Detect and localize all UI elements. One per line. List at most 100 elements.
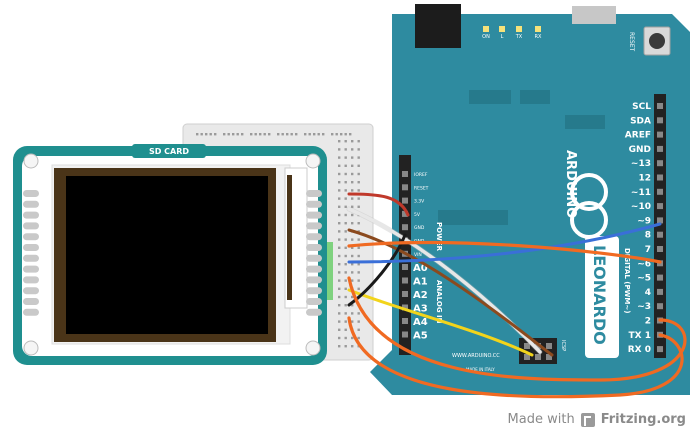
digital-pin-label: ~5 xyxy=(637,274,651,284)
lcd-pad xyxy=(306,308,322,316)
icsp-pin xyxy=(524,343,530,349)
lcd-pad xyxy=(306,233,322,241)
lcd-pad xyxy=(23,233,39,241)
digital-pin xyxy=(657,231,663,238)
analog-pin-label: A2 xyxy=(413,290,428,301)
analog-pin-label: A4 xyxy=(413,317,428,328)
usb-connector xyxy=(415,4,461,48)
digital-pin-label: ~10 xyxy=(631,202,651,212)
lcd-display xyxy=(66,176,268,334)
led-label-l: L xyxy=(501,34,504,40)
digital-pin xyxy=(657,174,663,181)
digital-pin xyxy=(657,274,663,281)
lcd-pad xyxy=(23,222,39,230)
lcd-pad xyxy=(23,287,39,295)
lcd-pad xyxy=(306,265,322,273)
arduino-brand: ARDUINO xyxy=(563,150,578,218)
digital-pin-label: SDA xyxy=(630,116,651,126)
digital-pin-label: TX 1 xyxy=(629,331,651,341)
digital-pin xyxy=(657,117,663,124)
analog-pin xyxy=(402,277,408,284)
digital-pin-label: ~6 xyxy=(637,259,651,269)
fritzing-logo-icon xyxy=(580,412,595,427)
analog-label: ANALOG IN xyxy=(435,280,443,324)
analog-pin xyxy=(402,304,408,311)
wire-orange-3 xyxy=(347,316,684,399)
digital-pin xyxy=(657,346,663,353)
lcd-pad xyxy=(306,276,322,284)
led-label-tx: TX xyxy=(515,34,523,40)
digital-pin-label: 7 xyxy=(645,245,651,255)
digital-pin xyxy=(657,131,663,138)
digital-pin xyxy=(657,303,663,310)
led-label-rx: RX xyxy=(535,34,542,40)
wires xyxy=(346,192,687,399)
digital-pin-label: 8 xyxy=(645,231,651,241)
analog-pin-label: A1 xyxy=(413,277,428,288)
analog-pin xyxy=(402,291,408,297)
digital-pin-label: RX 0 xyxy=(628,345,651,355)
footer: Made with Fritzing.org xyxy=(508,412,686,427)
wire-brown xyxy=(347,228,554,357)
power-pin xyxy=(402,184,408,191)
lcd-pad xyxy=(306,254,322,262)
digital-pin xyxy=(657,203,663,210)
digital-pin-label: 12 xyxy=(638,174,651,184)
arduino-model: LEONARDO xyxy=(590,245,609,345)
icsp-pin xyxy=(546,354,552,360)
analog-pin-label: A5 xyxy=(413,331,428,342)
led-label-on: ON xyxy=(482,34,490,40)
reset-label: RESET xyxy=(628,32,635,52)
digital-pin xyxy=(657,145,663,152)
digital-pin xyxy=(657,160,663,167)
digital-pin xyxy=(657,103,663,109)
power-pin xyxy=(402,171,408,177)
digital-pin-label: ~3 xyxy=(637,302,651,312)
digital-pin-label: 4 xyxy=(645,288,651,298)
led-indicators: ON L TX RX xyxy=(482,26,542,40)
digital-label: DIGITAL (PWM~) xyxy=(623,248,631,313)
lcd-pad xyxy=(23,190,39,197)
icsp-pin xyxy=(546,343,552,349)
power-pin-label: 3.3V xyxy=(414,199,425,205)
lcd-pad xyxy=(23,211,39,219)
lcd-pad xyxy=(306,298,322,305)
power-connector xyxy=(572,6,616,24)
made-in-label: MADE IN ITALY xyxy=(466,367,495,372)
analog-pin-label: A3 xyxy=(413,304,428,315)
website-label: WWW.ARDUINO.CC xyxy=(452,353,500,359)
lcd-pad xyxy=(306,211,322,219)
digital-pin-label: 2 xyxy=(645,317,651,327)
analog-pin xyxy=(402,331,408,338)
digital-pin xyxy=(657,288,663,295)
digital-pin xyxy=(657,188,663,195)
lcd-pad xyxy=(306,244,322,251)
lcd-pad xyxy=(306,190,322,197)
arduino-board: RESET ON L TX RX ARDUINO LEONARDO DIGITA… xyxy=(370,4,690,395)
power-pin-label: IOREF xyxy=(414,172,428,178)
power-pin xyxy=(402,197,408,204)
analog-pin xyxy=(402,264,408,270)
lcd-pad xyxy=(306,287,322,295)
power-pin-label: RESET xyxy=(414,185,429,191)
lcd-module: SD CARD xyxy=(13,144,333,365)
lcd-pad xyxy=(23,200,39,208)
icsp-label: ICSP xyxy=(560,340,566,351)
footer-brand[interactable]: Fritzing.org xyxy=(600,412,686,427)
lcd-pad xyxy=(23,265,39,273)
lcd-pad xyxy=(306,222,322,230)
lcd-pad xyxy=(23,276,39,284)
sd-card-label: SD CARD xyxy=(149,147,189,156)
icsp-pin xyxy=(524,354,530,360)
digital-pin xyxy=(657,217,663,224)
footer-made-with: Made with xyxy=(507,412,575,427)
analog-pin-label: A0 xyxy=(413,263,428,274)
digital-pin xyxy=(657,246,663,252)
wire-red xyxy=(347,192,410,217)
lcd-pad xyxy=(23,308,39,316)
wire-blue xyxy=(347,222,662,264)
digital-pin-label: ~9 xyxy=(637,216,651,226)
digital-pin-label: ~13 xyxy=(631,159,651,169)
wire-orange-1 xyxy=(347,241,662,264)
